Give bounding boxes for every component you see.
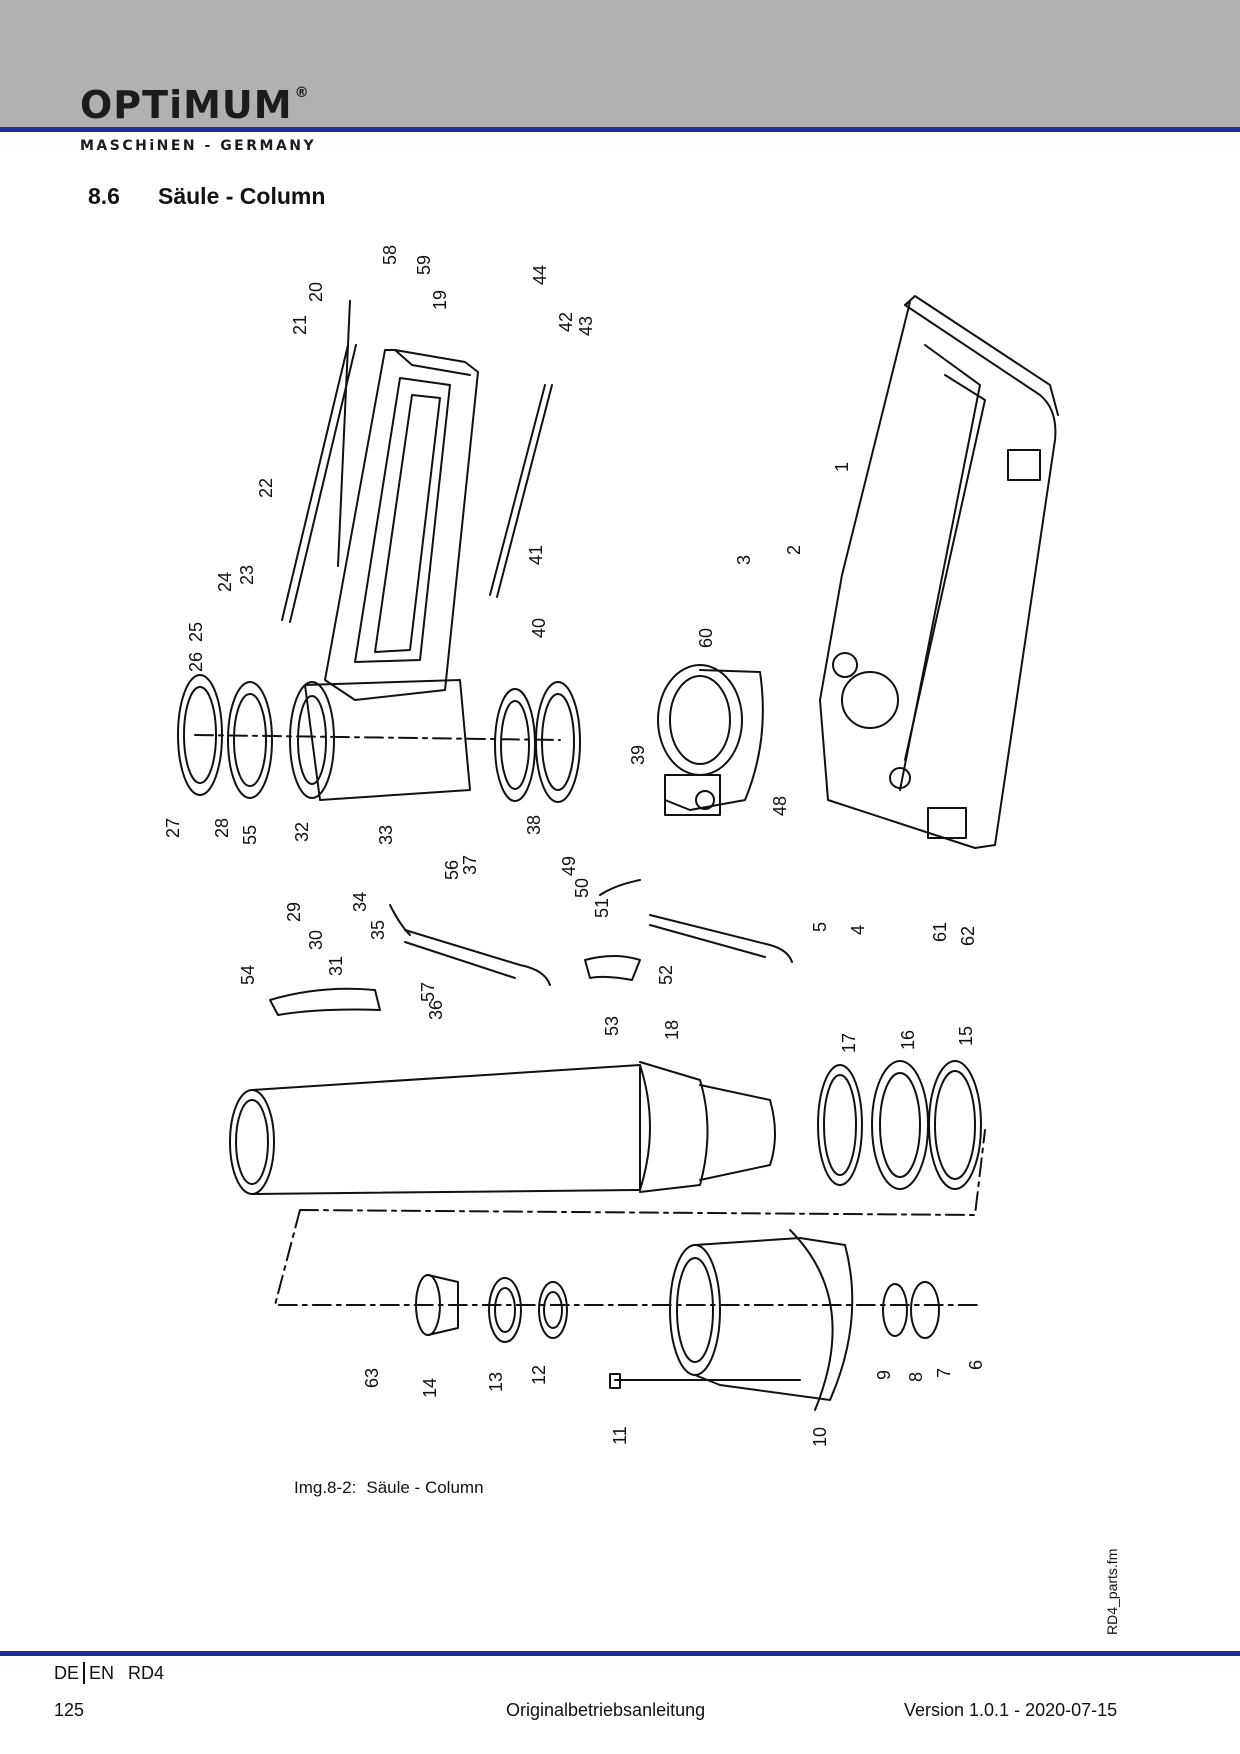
- lang-de: DE: [54, 1663, 80, 1683]
- part-number: 37: [460, 855, 480, 875]
- part-number: 19: [430, 290, 450, 310]
- part-number: 20: [306, 282, 326, 302]
- section-heading: 8.6 Säule - Column: [88, 183, 325, 210]
- part-number: 32: [292, 822, 312, 842]
- part-number: 57: [418, 982, 438, 1002]
- figure-caption: Img.8-2: Säule - Column: [294, 1478, 484, 1498]
- part-number: 62: [958, 926, 978, 946]
- part-number: 38: [524, 815, 544, 835]
- part-number: 7: [934, 1368, 954, 1378]
- part-number: 27: [163, 818, 183, 838]
- page-number: 125: [54, 1700, 85, 1720]
- part-number: 14: [420, 1378, 440, 1398]
- part-number: 59: [414, 255, 434, 275]
- part-number: 53: [602, 1016, 622, 1036]
- logo-text: OPTiMUM: [80, 83, 293, 127]
- document-title: Originalbetriebsanleitung: [506, 1700, 706, 1720]
- part-number: 50: [572, 878, 592, 898]
- part-number: 2: [784, 545, 804, 555]
- part-number: 30: [306, 930, 326, 950]
- footer-languages: DE EN RD4: [54, 1662, 164, 1684]
- part-number: 36: [426, 1000, 446, 1020]
- part-number: 42: [556, 312, 576, 332]
- part-number: 13: [486, 1372, 506, 1392]
- brand-tagline: MASCHiNEN - GERMANY: [80, 138, 317, 154]
- part-number: 43: [576, 316, 596, 336]
- lang-en: EN: [89, 1663, 115, 1683]
- part-number: 40: [529, 618, 549, 638]
- section-title: Säule - Column: [158, 183, 326, 209]
- header-rule: [0, 127, 1240, 132]
- part-number: 28: [212, 818, 232, 838]
- part-number: 31: [326, 956, 346, 976]
- source-filename: RD4_parts.fm: [1104, 1548, 1120, 1635]
- model-name: RD4: [128, 1663, 165, 1683]
- section-number: 8.6: [88, 183, 120, 209]
- part-number: 12: [529, 1365, 549, 1385]
- logo-registered-mark: ®: [294, 85, 310, 101]
- footer-rule: [0, 1651, 1240, 1656]
- caption-label: Img.8-2:: [294, 1478, 357, 1497]
- part-number: 11: [610, 1426, 630, 1445]
- part-number: 18: [662, 1020, 682, 1040]
- part-number: 60: [696, 628, 716, 648]
- part-number: 61: [930, 922, 950, 942]
- part-number: 29: [284, 902, 304, 922]
- part-number: 52: [656, 965, 676, 985]
- header-band: [0, 0, 1240, 127]
- part-number: 51: [592, 898, 612, 918]
- part-number: 6: [966, 1360, 986, 1370]
- part-number: 63: [362, 1368, 382, 1388]
- part-number: 54: [238, 965, 258, 985]
- part-number: 22: [256, 478, 276, 498]
- part-number: 33: [376, 825, 396, 845]
- brand-logo: OPTiMUM®: [80, 86, 310, 124]
- part-number-labels: 1 2 3 4 5 6 7 8 9 10 11 12 13 14 15 16 1…: [163, 245, 986, 1447]
- caption-text: Säule - Column: [366, 1478, 484, 1497]
- part-number: 23: [237, 565, 257, 585]
- part-number: 41: [526, 545, 546, 565]
- part-number: 16: [898, 1030, 918, 1050]
- part-number: 49: [559, 856, 579, 876]
- part-number: 21: [290, 315, 310, 335]
- part-number: 17: [839, 1033, 859, 1053]
- part-number: 4: [848, 925, 868, 935]
- part-number: 55: [240, 825, 260, 845]
- part-number: 24: [215, 572, 235, 592]
- part-number: 58: [380, 245, 400, 265]
- document-version: Version 1.0.1 - 2020-07-15: [904, 1700, 1118, 1720]
- lang-separator: [83, 1662, 86, 1684]
- part-number: 56: [442, 860, 462, 880]
- part-number: 25: [186, 622, 206, 642]
- part-number: 34: [350, 892, 370, 912]
- part-number: 44: [530, 265, 550, 285]
- part-number: 9: [874, 1370, 894, 1380]
- part-number: 15: [956, 1026, 976, 1046]
- part-number: 39: [628, 745, 648, 765]
- part-number: 3: [734, 555, 754, 565]
- part-number: 48: [770, 796, 790, 816]
- part-number: 8: [906, 1372, 926, 1382]
- part-number: 26: [186, 652, 206, 672]
- part-number: 5: [810, 922, 830, 932]
- part-number: 35: [368, 920, 388, 940]
- part-number: 1: [832, 462, 852, 472]
- part-number: 10: [810, 1427, 830, 1447]
